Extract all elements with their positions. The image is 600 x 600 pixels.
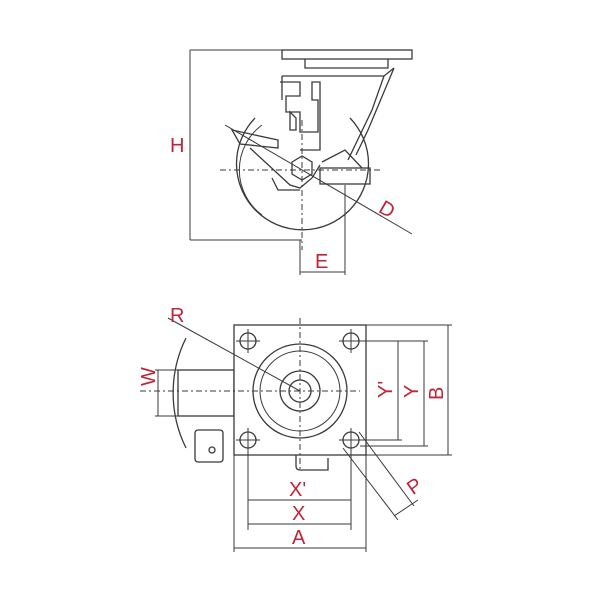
brake-block bbox=[319, 167, 371, 185]
brake-arm bbox=[321, 149, 363, 169]
top-plate bbox=[281, 49, 413, 60]
wheel bbox=[235, 117, 370, 231]
label-y: Y bbox=[401, 385, 423, 398]
brake-lug bbox=[194, 429, 224, 463]
side-view: H D E bbox=[170, 49, 413, 275]
brake-housing bbox=[280, 81, 321, 151]
brake-lug-hole bbox=[208, 446, 216, 454]
top-view: R W Y' Y B X' X A P bbox=[138, 305, 452, 552]
p-ext-b bbox=[358, 431, 415, 507]
p-dim-line bbox=[393, 499, 419, 517]
fork bbox=[281, 67, 395, 161]
fork-back bbox=[355, 67, 395, 156]
label-x-prime: X' bbox=[289, 479, 306, 501]
bottom-tab bbox=[295, 455, 329, 471]
label-h: H bbox=[170, 135, 184, 157]
label-e: E bbox=[315, 251, 328, 273]
brake-pedal bbox=[230, 129, 279, 149]
label-x: X bbox=[292, 503, 305, 525]
label-a: A bbox=[292, 527, 306, 549]
swivel-head bbox=[304, 59, 389, 69]
label-w: W bbox=[138, 367, 160, 386]
label-b: B bbox=[426, 387, 448, 400]
axle-hex bbox=[291, 155, 313, 181]
swivel-radius-arc bbox=[172, 337, 187, 449]
diameter-line bbox=[224, 124, 413, 235]
label-d: D bbox=[375, 197, 399, 223]
label-y-prime: Y' bbox=[375, 381, 397, 398]
radius-line bbox=[167, 317, 301, 392]
p-ext-a bbox=[342, 447, 399, 521]
brake-lever bbox=[249, 147, 321, 191]
brake-latch bbox=[289, 110, 297, 131]
label-r: R bbox=[170, 305, 184, 327]
wheel-stub bbox=[177, 369, 235, 417]
